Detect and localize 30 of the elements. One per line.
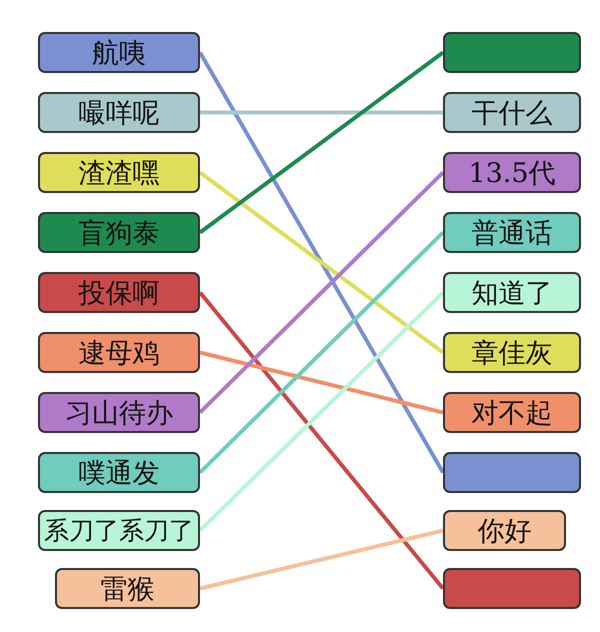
connector-line bbox=[198, 170, 444, 354]
word-card: 系刀了系刀了 bbox=[38, 510, 200, 551]
connector-line bbox=[198, 171, 444, 414]
connector-line bbox=[198, 52, 445, 474]
connector-line bbox=[198, 50, 444, 234]
blank-card bbox=[443, 32, 581, 73]
word-card: 盲狗泰 bbox=[38, 212, 200, 253]
word-card: 投保啊 bbox=[38, 272, 200, 313]
word-card: 章佳灰 bbox=[443, 332, 581, 373]
word-card: 知道了 bbox=[443, 272, 581, 313]
word-card: 13.5代 bbox=[443, 152, 581, 193]
word-card: 航咦 bbox=[38, 32, 200, 73]
blank-card bbox=[443, 568, 581, 609]
blank-card bbox=[443, 452, 581, 493]
word-card: 干什么 bbox=[443, 92, 581, 133]
word-card: 逮母鸡 bbox=[38, 332, 200, 373]
word-card: 渣渣嘿 bbox=[38, 152, 200, 193]
connector-line bbox=[200, 350, 444, 414]
connector-line bbox=[200, 110, 443, 114]
connector-line bbox=[200, 528, 444, 590]
connector-line bbox=[198, 291, 445, 590]
word-card: 习山待办 bbox=[38, 392, 200, 433]
word-card: 嘬咩呢 bbox=[38, 92, 200, 133]
word-card: 噗通发 bbox=[38, 452, 200, 493]
connector-line bbox=[198, 231, 444, 474]
word-card: 你好 bbox=[443, 510, 566, 551]
word-card: 雷猴 bbox=[55, 568, 200, 609]
connector-line bbox=[198, 291, 444, 532]
word-card: 对不起 bbox=[443, 392, 581, 433]
word-card: 普通话 bbox=[443, 212, 581, 253]
